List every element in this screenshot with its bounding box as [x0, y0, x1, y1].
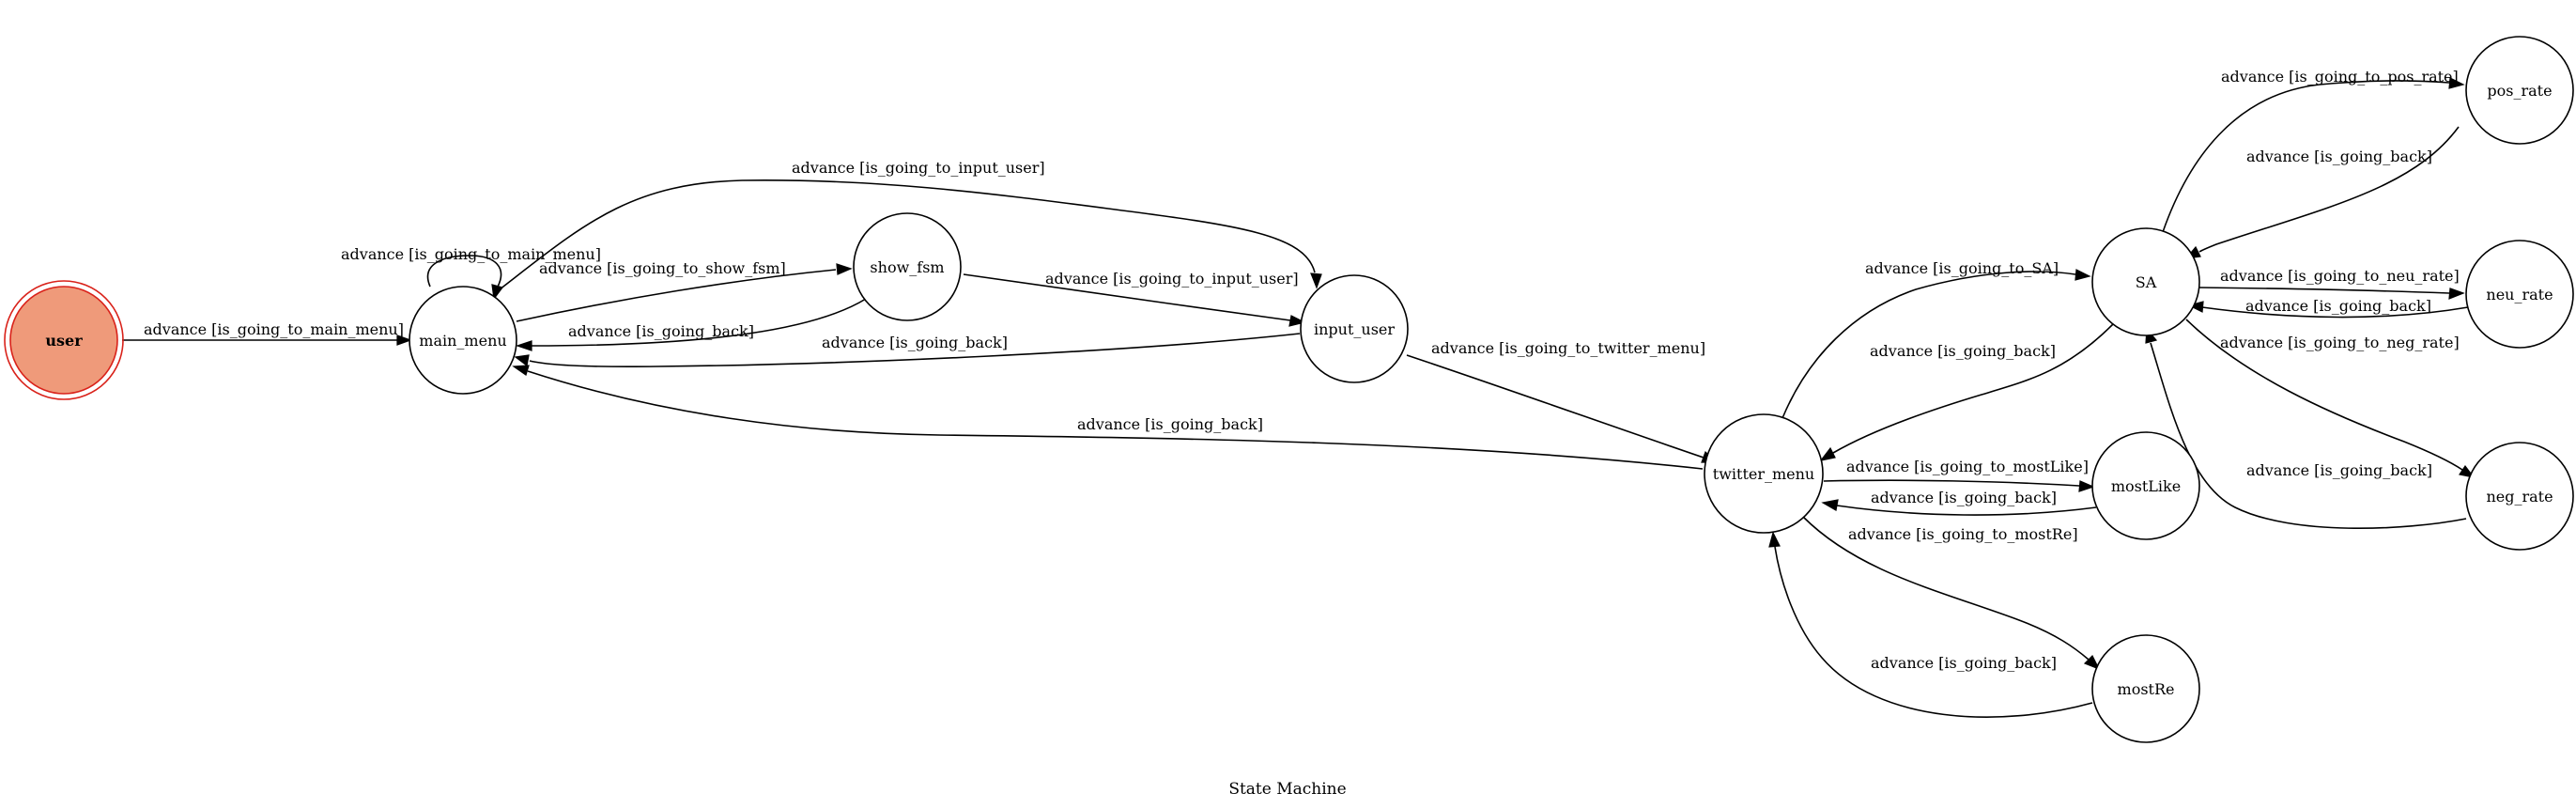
edge-label-sa-neg: advance [is_going_to_neg_rate]	[2220, 334, 2460, 351]
node-neg-rate: neg_rate	[2465, 442, 2574, 551]
edge-label-mostre-twitter: advance [is_going_back]	[1871, 654, 2057, 672]
edge-label-twitter-mostlike: advance [is_going_to_mostLike]	[1846, 458, 2089, 475]
node-twitter-menu: twitter_menu	[1704, 413, 1824, 534]
edge-show-fsm-to-input-user	[963, 273, 1306, 327]
edge-twitter-menu-to-sa	[1782, 269, 2091, 419]
edge-twitter-menu-to-main-menu	[512, 365, 1704, 470]
node-neg-rate-label: neg_rate	[2486, 488, 2553, 506]
edge-label-sa-pos: advance [is_going_to_pos_rate]	[2221, 68, 2459, 86]
edge-label-neu-sa: advance [is_going_back]	[2245, 297, 2431, 315]
edge-label-main-input: advance [is_going_to_input_user]	[792, 159, 1045, 177]
node-mostre: mostRe	[2091, 634, 2200, 743]
node-mostlike: mostLike	[2091, 431, 2200, 540]
edge-show-fsm-to-main-menu	[516, 298, 867, 351]
edge-user-to-main-menu	[122, 334, 412, 346]
edge-twitter-menu-to-mostlike	[1823, 479, 2095, 492]
node-pos-rate-label: pos_rate	[2487, 82, 2552, 100]
edge-label-show-input: advance [is_going_to_input_user]	[1045, 270, 1299, 288]
edge-label-sa-twitter: advance [is_going_back]	[1870, 342, 2056, 360]
edge-label-sa-neu: advance [is_going_to_neu_rate]	[2220, 267, 2460, 285]
node-twitter-menu-label: twitter_menu	[1713, 465, 1814, 483]
edge-pos-rate-to-sa	[2184, 126, 2460, 259]
node-input-user-label: input_user	[1314, 320, 1395, 338]
node-neu-rate: neu_rate	[2465, 240, 2574, 349]
diagram-caption: State Machine	[1228, 780, 1346, 799]
edge-input-user-to-twitter-menu	[1406, 354, 1719, 463]
edge-main-menu-to-show-fsm	[516, 263, 853, 322]
edge-neu-rate-to-sa	[2187, 301, 2469, 319]
edge-label-mostlike-twitter: advance [is_going_back]	[1871, 489, 2057, 506]
edge-label-twitter-main: advance [is_going_back]	[1077, 415, 1263, 433]
edge-label-show-main: advance [is_going_back]	[568, 322, 754, 340]
edge-label-main-self: advance [is_going_to_main_menu]	[341, 245, 601, 263]
node-main-menu-label: main_menu	[419, 332, 506, 350]
edge-main-menu-self-loop	[427, 255, 504, 301]
edge-label-pos-sa: advance [is_going_back]	[2246, 148, 2432, 165]
edge-label-input-main: advance [is_going_back]	[822, 334, 1008, 351]
edge-mostlike-to-twitter-menu	[1821, 499, 2097, 516]
node-pos-rate: pos_rate	[2465, 36, 2574, 145]
edge-input-user-to-main-menu	[514, 333, 1301, 367]
edge-label-main-show: advance [is_going_to_show_fsm]	[539, 259, 786, 277]
node-input-user: input_user	[1300, 274, 1409, 383]
edge-label-twitter-sa: advance [is_going_to_SA]	[1865, 259, 2059, 277]
node-user: user	[4, 280, 124, 400]
edge-sa-to-twitter-menu	[1819, 323, 2114, 461]
node-sa: SA	[2091, 227, 2200, 336]
edge-label-twitter-mostre: advance [is_going_to_mostRe]	[1848, 525, 2078, 543]
edge-label-input-twitter: advance [is_going_to_twitter_menu]	[1431, 339, 1705, 357]
node-show-fsm: show_fsm	[853, 212, 962, 321]
node-neu-rate-label: neu_rate	[2486, 286, 2553, 303]
edge-sa-to-pos-rate	[2162, 77, 2465, 233]
node-main-menu: main_menu	[409, 286, 517, 395]
node-sa-label: SA	[2136, 273, 2157, 291]
edge-label-neg-sa: advance [is_going_back]	[2246, 461, 2432, 479]
edge-mostre-to-twitter-menu	[1768, 531, 2093, 718]
edge-twitter-menu-to-mostre	[1802, 516, 2101, 671]
edge-label-user-main: advance [is_going_to_main_menu]	[144, 320, 404, 338]
node-mostlike-label: mostLike	[2111, 477, 2181, 495]
edge-main-menu-to-input-user	[499, 179, 1322, 290]
node-mostre-label: mostRe	[2118, 680, 2175, 698]
edge-sa-to-neu-rate	[2198, 287, 2465, 300]
node-user-label: user	[45, 332, 83, 350]
node-show-fsm-label: show_fsm	[870, 258, 944, 276]
